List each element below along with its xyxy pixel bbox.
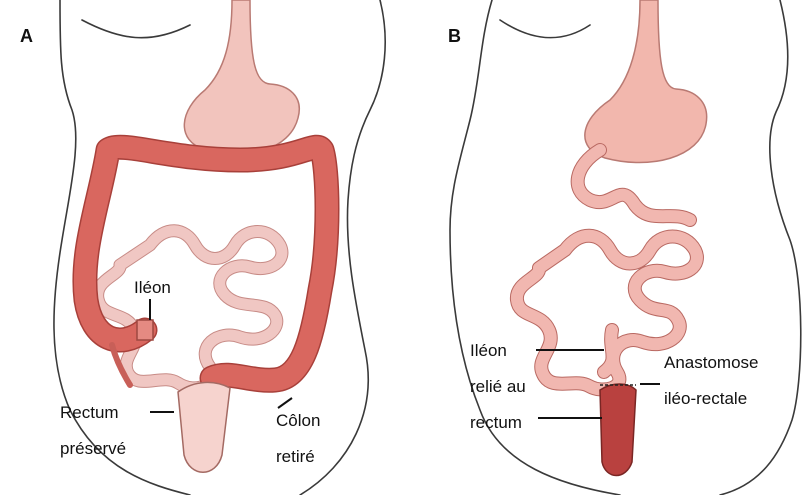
stomach-b [585, 0, 707, 163]
label-preserve-a: préservé [60, 439, 126, 458]
panel-b: B Iléon relié au rectum Anastomose iléo-… [448, 0, 801, 495]
label-rectum-b: rectum [470, 413, 522, 432]
rectum-a [178, 382, 230, 472]
label-anastomose-b: Anastomose [664, 353, 759, 372]
stomach-a [184, 0, 299, 155]
label-relie-b: relié au [470, 377, 526, 396]
label-retire-a: retiré [276, 447, 315, 466]
panel-letter-a: A [20, 26, 33, 46]
chest-line-a [82, 20, 190, 38]
pointer-colon-a [278, 398, 292, 408]
panel-a: A Iléon Rectum préservé Côlon retiré [20, 0, 385, 495]
ileum-stump-a [137, 320, 153, 340]
rectum-b [600, 384, 636, 476]
label-colon-a: Côlon [276, 411, 320, 430]
label-ileo-rectale-b: iléo-rectale [664, 389, 747, 408]
label-ileon-b: Iléon [470, 341, 507, 360]
label-ileon-a: Iléon [134, 278, 171, 297]
chest-line-b [500, 20, 590, 38]
body-outline-right-b [720, 0, 801, 495]
panel-letter-b: B [448, 26, 461, 46]
label-rectum-a: Rectum [60, 403, 119, 422]
